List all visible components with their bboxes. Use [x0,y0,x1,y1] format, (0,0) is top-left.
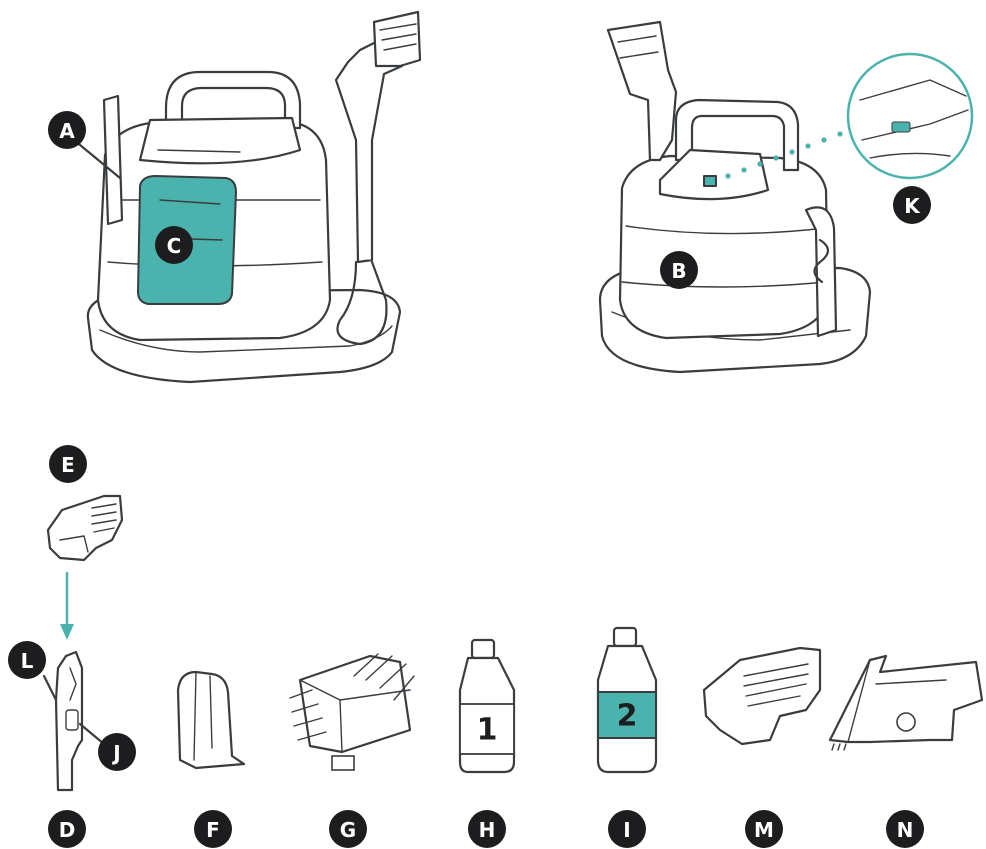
callout-f: F [194,810,232,848]
hose-handle [44,652,104,790]
callout-h: H [468,810,506,848]
callout-b: B [660,251,698,289]
formula-1-label: 1 [477,713,498,748]
callout-e: E [49,445,87,483]
svg-text:A: A [59,119,75,143]
callout-j: J [98,733,136,771]
callout-m: M [745,810,783,848]
svg-text:M: M [754,818,774,842]
tool-m [704,648,820,744]
formula-2-label: 2 [617,699,638,734]
formula-bottle-2: 2 [598,628,656,772]
svg-text:F: F [206,818,220,842]
callout-n: N [886,810,924,848]
cleaner-front-view [74,12,420,382]
formula-bottle-1: 1 [460,640,514,772]
callout-i: I [608,810,646,848]
svg-text:H: H [479,818,496,842]
svg-text:D: D [59,818,76,842]
svg-text:B: B [671,259,686,283]
svg-text:E: E [61,453,75,477]
attach-arrow [60,572,74,640]
svg-text:J: J [111,741,120,765]
svg-text:I: I [623,818,630,842]
svg-text:K: K [904,194,921,218]
tool-f [178,672,244,768]
tool-n [830,656,982,750]
callout-c: C [155,226,193,264]
brush-tool-g [290,654,414,770]
tool-e [48,496,122,560]
power-button-zoom [848,54,972,178]
svg-text:L: L [21,649,34,673]
callout-l: L [8,641,46,679]
svg-text:N: N [897,818,914,842]
svg-text:G: G [340,818,356,842]
callout-d: D [48,810,86,848]
svg-text:C: C [167,234,182,258]
callout-a: A [48,111,86,149]
callout-k: K [893,186,931,224]
callout-g: G [329,810,367,848]
